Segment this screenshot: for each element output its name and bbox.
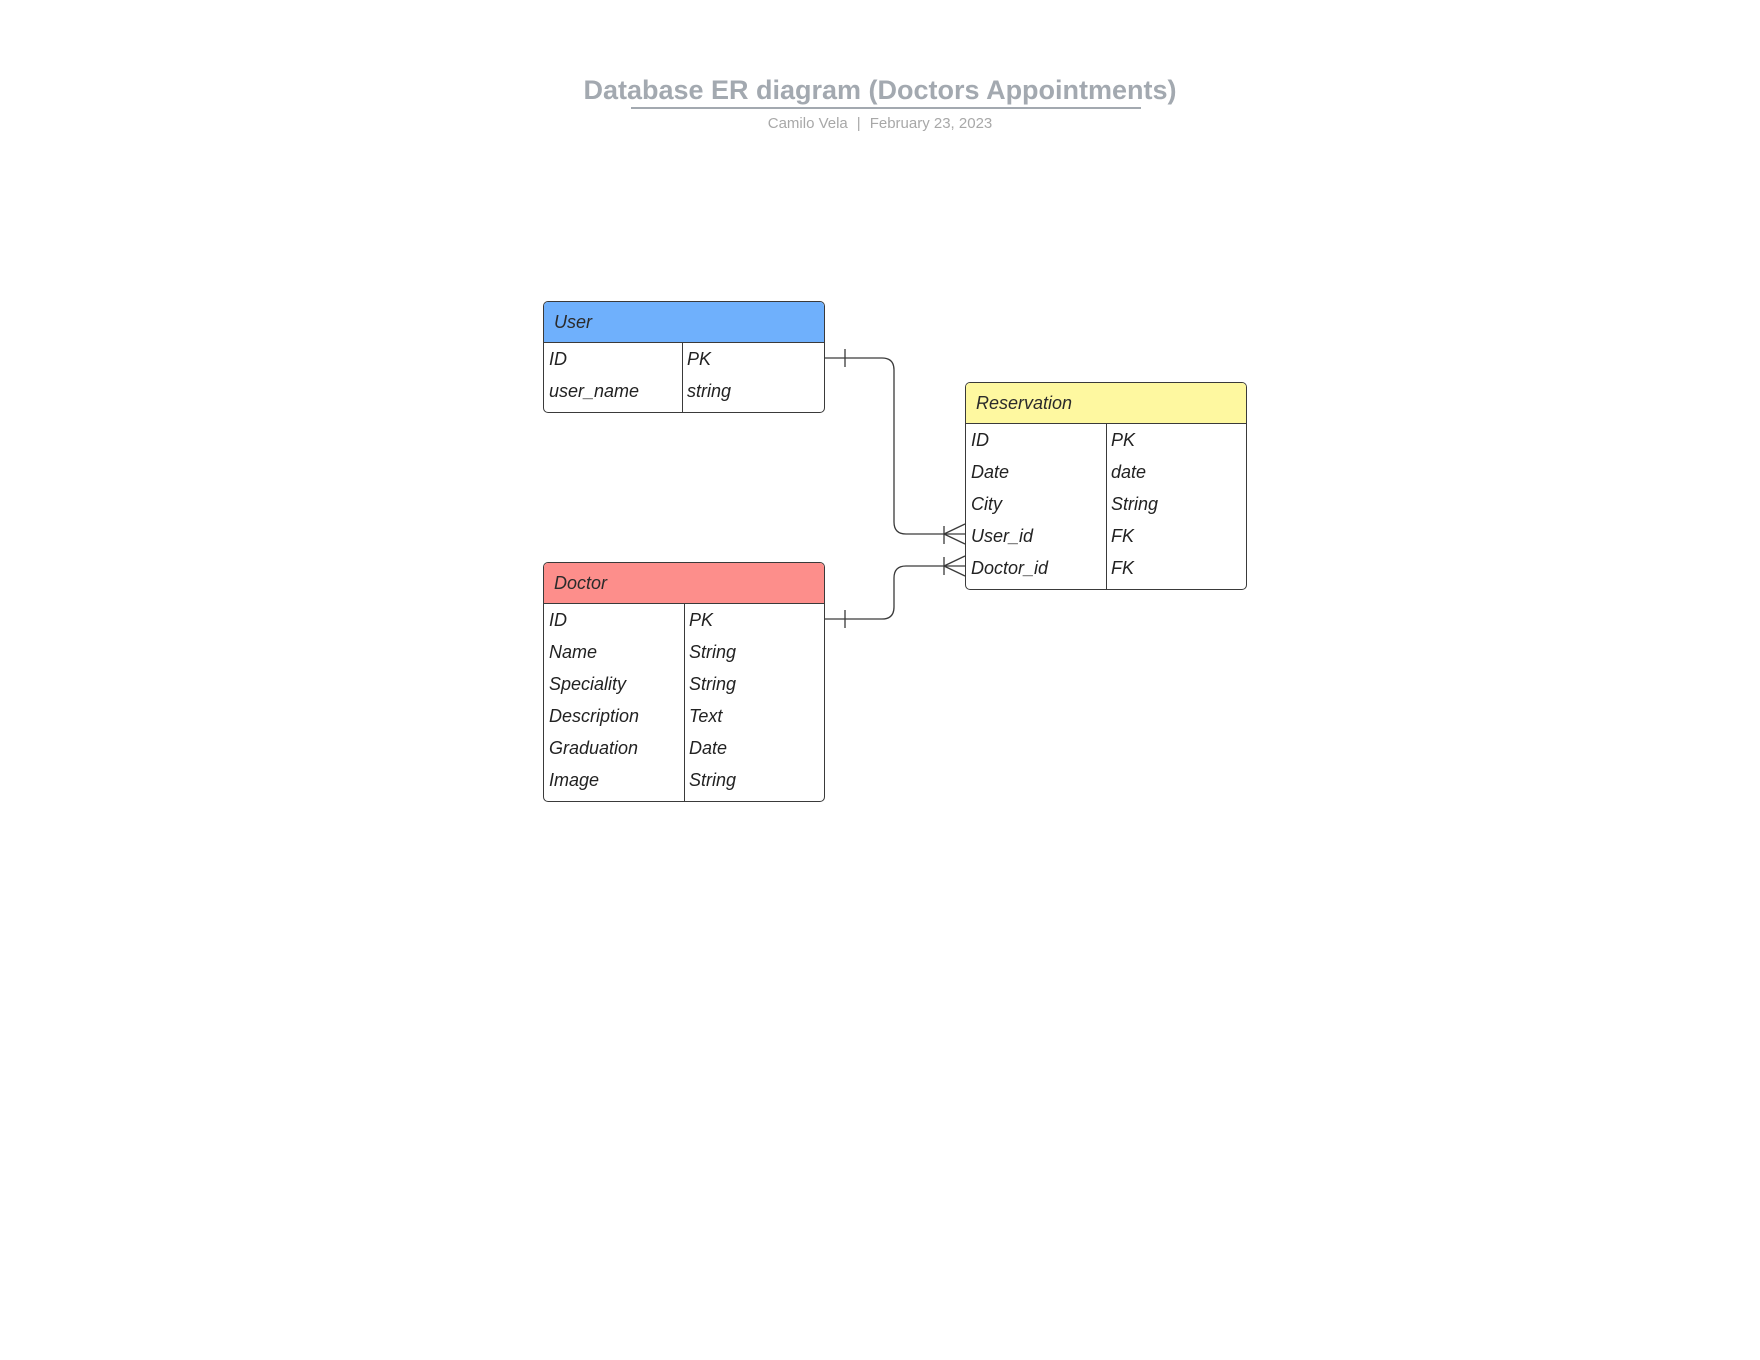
- field-row: User_id FK: [966, 523, 1246, 555]
- field-name: Name: [549, 642, 598, 662]
- cardinality-many-mark-user-2: [943, 523, 966, 535]
- field-name: ID: [971, 430, 989, 450]
- field-name: ID: [549, 349, 567, 369]
- field-name: Date: [971, 462, 1010, 482]
- field-row: City String: [966, 491, 1246, 523]
- column-divider: [682, 343, 683, 412]
- meta-separator: |: [856, 115, 861, 132]
- field-row: Name String: [544, 639, 824, 671]
- field-name: user_name: [549, 381, 640, 401]
- entity-doctor-header[interactable]: Doctor: [544, 563, 824, 604]
- entity-doctor[interactable]: Doctor ID PK Name String Speciality Stri…: [543, 562, 825, 802]
- field-row: ID PK: [544, 604, 824, 639]
- field-row: Image String: [544, 767, 824, 801]
- entity-user-header[interactable]: User: [544, 302, 824, 343]
- column-divider: [684, 604, 685, 801]
- cardinality-many-mark-user-3: [943, 533, 966, 545]
- cardinality-many-mark-doctor-2: [943, 555, 966, 567]
- diagram-title: Database ER diagram (Doctors Appointment…: [583, 75, 1177, 105]
- field-name: ID: [549, 610, 567, 630]
- entity-user[interactable]: User ID PK user_name string: [543, 301, 825, 413]
- field-type: FK: [1111, 526, 1135, 546]
- field-type: FK: [1111, 558, 1135, 578]
- diagram-date: February 23, 2023: [869, 115, 993, 132]
- field-row: Speciality String: [544, 671, 824, 703]
- entity-doctor-fields: ID PK Name String Speciality String Desc…: [544, 604, 824, 801]
- field-row: ID PK: [544, 343, 824, 378]
- entity-reservation[interactable]: Reservation ID PK Date date City String …: [965, 382, 1247, 590]
- field-name: Speciality: [549, 674, 627, 694]
- field-name: User_id: [971, 526, 1034, 546]
- field-name: Doctor_id: [971, 558, 1049, 578]
- entity-user-fields: ID PK user_name string: [544, 343, 824, 412]
- entity-reservation-header[interactable]: Reservation: [966, 383, 1246, 424]
- field-name: Description: [549, 706, 640, 726]
- column-divider: [1106, 424, 1107, 589]
- field-type: Text: [689, 706, 723, 726]
- relationship-doctor-reservation: [824, 565, 965, 620]
- field-type: date: [1111, 462, 1147, 482]
- title-underline: [631, 107, 1141, 109]
- field-name: Image: [549, 770, 600, 790]
- field-type: PK: [687, 349, 712, 369]
- field-row: Description Text: [544, 703, 824, 735]
- field-row: Doctor_id FK: [966, 555, 1246, 589]
- cardinality-many-mark-doctor-3: [943, 565, 966, 577]
- relationship-user-reservation: [824, 357, 965, 535]
- entity-reservation-fields: ID PK Date date City String User_id FK D…: [966, 424, 1246, 589]
- field-name: City: [971, 494, 1002, 514]
- field-type: Date: [689, 738, 728, 758]
- field-row: Graduation Date: [544, 735, 824, 767]
- diagram-meta: Camilo Vela | February 23, 2023: [0, 114, 1760, 134]
- field-type: string: [687, 381, 732, 401]
- field-type: PK: [1111, 430, 1136, 450]
- field-type: String: [1111, 494, 1159, 514]
- field-type: PK: [689, 610, 714, 630]
- field-name: Graduation: [549, 738, 639, 758]
- field-type: String: [689, 642, 737, 662]
- author-name: Camilo Vela: [767, 115, 848, 132]
- field-type: String: [689, 674, 737, 694]
- field-row: ID PK: [966, 424, 1246, 459]
- field-type: String: [689, 770, 737, 790]
- field-row: Date date: [966, 459, 1246, 491]
- field-row: user_name string: [544, 378, 824, 412]
